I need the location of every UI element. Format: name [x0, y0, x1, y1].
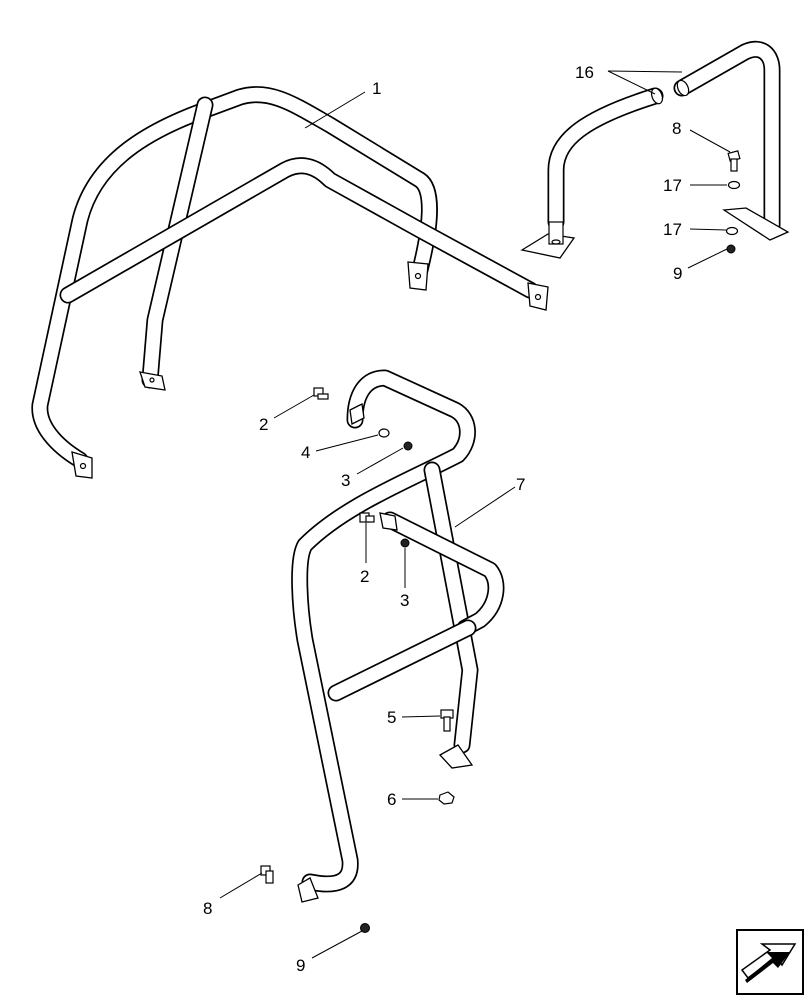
- callout-17-bottom: 17: [663, 220, 682, 239]
- bolt-2-upper: [313, 387, 329, 400]
- callout-3-lower: 3: [400, 591, 409, 610]
- nut-9-bottom: [360, 923, 370, 933]
- ladder-foot-bracket: [438, 744, 474, 769]
- callout-6: 6: [387, 790, 396, 809]
- nut-6: [438, 791, 455, 805]
- washer-17-top: [727, 180, 741, 190]
- nut-3-upper: [403, 441, 413, 451]
- callout-2-upper: 2: [259, 415, 268, 434]
- roll-bar-foot-middle: [139, 371, 166, 391]
- bolt-2-lower: [359, 512, 375, 523]
- callout-4: 4: [301, 443, 310, 462]
- hardware: [260, 150, 741, 933]
- leader-lines: [219, 70, 731, 959]
- nut-3-lower: [400, 538, 410, 548]
- part-7-ladder: [291, 369, 505, 903]
- callout-2-lower: 2: [360, 567, 369, 586]
- handle-base-plate-right: [722, 207, 790, 241]
- callout-16: 16: [575, 63, 594, 82]
- bolt-5: [440, 709, 454, 732]
- roll-bar-foot-left: [71, 451, 93, 479]
- callout-9-top: 9: [673, 264, 682, 283]
- nut-9-top: [726, 244, 736, 254]
- part-1-roll-bar: [31, 86, 549, 479]
- callout-8-bottom: 8: [203, 899, 212, 918]
- callout-17-top: 17: [663, 176, 682, 195]
- next-page-arrow-icon[interactable]: [736, 929, 804, 995]
- ladder-bottom-bracket: [297, 877, 319, 903]
- callout-3-upper: 3: [341, 471, 350, 490]
- callout-8-top: 8: [672, 119, 681, 138]
- washer-4: [378, 428, 390, 438]
- bolt-8-top: [727, 150, 741, 172]
- roll-bar-end-plate: [527, 282, 549, 311]
- callout-9-bottom: 9: [296, 956, 305, 975]
- bolt-8-bottom: [260, 865, 274, 884]
- handle-base-plate-left: [520, 233, 576, 259]
- washer-17-bottom: [725, 226, 739, 236]
- callout-7: 7: [516, 475, 525, 494]
- ladder-top-bracket: [349, 403, 365, 425]
- roll-bar-foot-right: [407, 261, 429, 291]
- ladder-side-bracket: [379, 512, 398, 531]
- callouts: 1 16 8 17 17 9 2 4 3 7 2 3 5 6 8 9: [203, 63, 682, 975]
- part-16-handles: [520, 40, 790, 259]
- callout-1: 1: [372, 79, 381, 98]
- callout-5: 5: [387, 708, 396, 727]
